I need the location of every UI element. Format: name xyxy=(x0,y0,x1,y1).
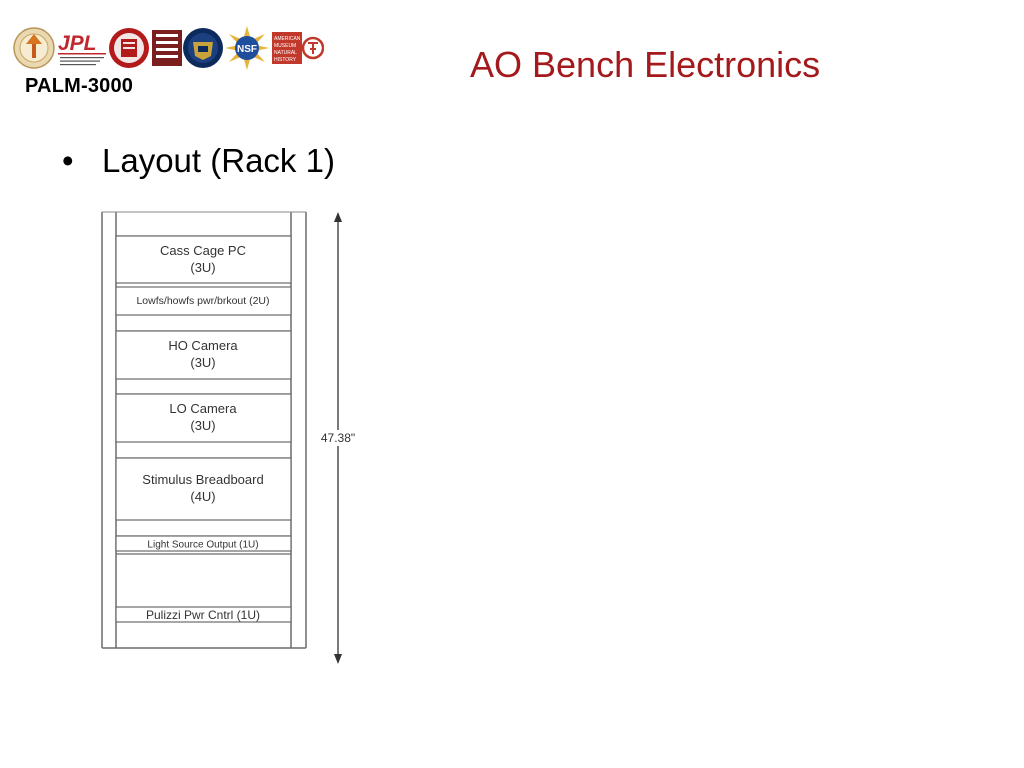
caltech-seal-icon xyxy=(13,27,55,69)
rack-diagram: Cass Cage PC (3U) Lowfs/howfs pwr/brkout… xyxy=(101,211,362,664)
nsf-logo-text: NSF xyxy=(237,44,257,55)
svg-text:MUSEUM: MUSEUM xyxy=(274,43,296,49)
jpl-logo-text: JPL xyxy=(58,32,97,55)
university-seal-icon xyxy=(152,30,182,66)
rack-unit-lo-camera: LO Camera (3U) xyxy=(115,393,292,443)
rack-unit-light-source-output: Light Source Output (1U) xyxy=(115,535,292,552)
logo-strip: JPL xyxy=(13,26,324,70)
rack-unit-pulizzi-pwr-cntrl: Pulizzi Pwr Cntrl (1U) xyxy=(115,606,292,623)
bullet-item: • Layout (Rack 1) xyxy=(62,142,335,180)
tmt-logo-icon xyxy=(301,36,324,60)
org-name: PALM-3000 xyxy=(25,75,134,97)
bullet-text: Layout (Rack 1) xyxy=(102,142,335,179)
rack-height-label: 47.38" xyxy=(321,431,355,445)
rack-unit-label: Light Source Output (1U) xyxy=(147,540,258,551)
rack-unit-label: Cass Cage PC xyxy=(160,243,246,258)
rack-unit-sublabel: (3U) xyxy=(190,355,215,370)
jpl-logo-icon: JPL xyxy=(58,32,106,66)
rack-unit-sublabel: (4U) xyxy=(190,489,215,504)
nsf-logo-icon: NSF xyxy=(225,26,269,70)
rack-unit-lowfs-howfs: Lowfs/howfs pwr/brkout (2U) xyxy=(115,286,292,316)
rack-unit-label: HO Camera xyxy=(168,338,238,353)
rack-unit-sublabel: (3U) xyxy=(190,418,215,433)
rack-unit-label: Lowfs/howfs pwr/brkout (2U) xyxy=(136,295,269,307)
rack-unit-label: Stimulus Breadboard xyxy=(142,472,263,487)
cornell-seal-icon xyxy=(109,28,149,68)
rack-unit-sublabel: (3U) xyxy=(190,260,215,275)
rack-unit-stimulus-breadboard: Stimulus Breadboard (4U) xyxy=(115,457,292,521)
rack-unit-label: Pulizzi Pwr Cntrl (1U) xyxy=(146,608,260,622)
arrow-down-icon xyxy=(334,654,342,664)
svg-text:HISTORY: HISTORY xyxy=(274,57,297,63)
slide-title: AO Bench Electronics xyxy=(470,44,821,85)
rack-unit-ho-camera: HO Camera (3U) xyxy=(115,330,292,380)
oxford-seal-icon xyxy=(183,28,223,68)
rack-unit-cass-cage-pc: Cass Cage PC (3U) xyxy=(115,235,292,284)
amnh-logo-icon: AMERICAN MUSEUM NATURAL HISTORY xyxy=(272,32,302,64)
svg-text:NATURAL: NATURAL xyxy=(274,50,297,56)
svg-text:AMERICAN: AMERICAN xyxy=(274,36,301,42)
rack-height-dimension: 47.38" xyxy=(314,212,362,664)
rack-unit-label: LO Camera xyxy=(169,401,237,416)
arrow-up-icon xyxy=(334,212,342,222)
bullet-dot: • xyxy=(62,142,74,179)
